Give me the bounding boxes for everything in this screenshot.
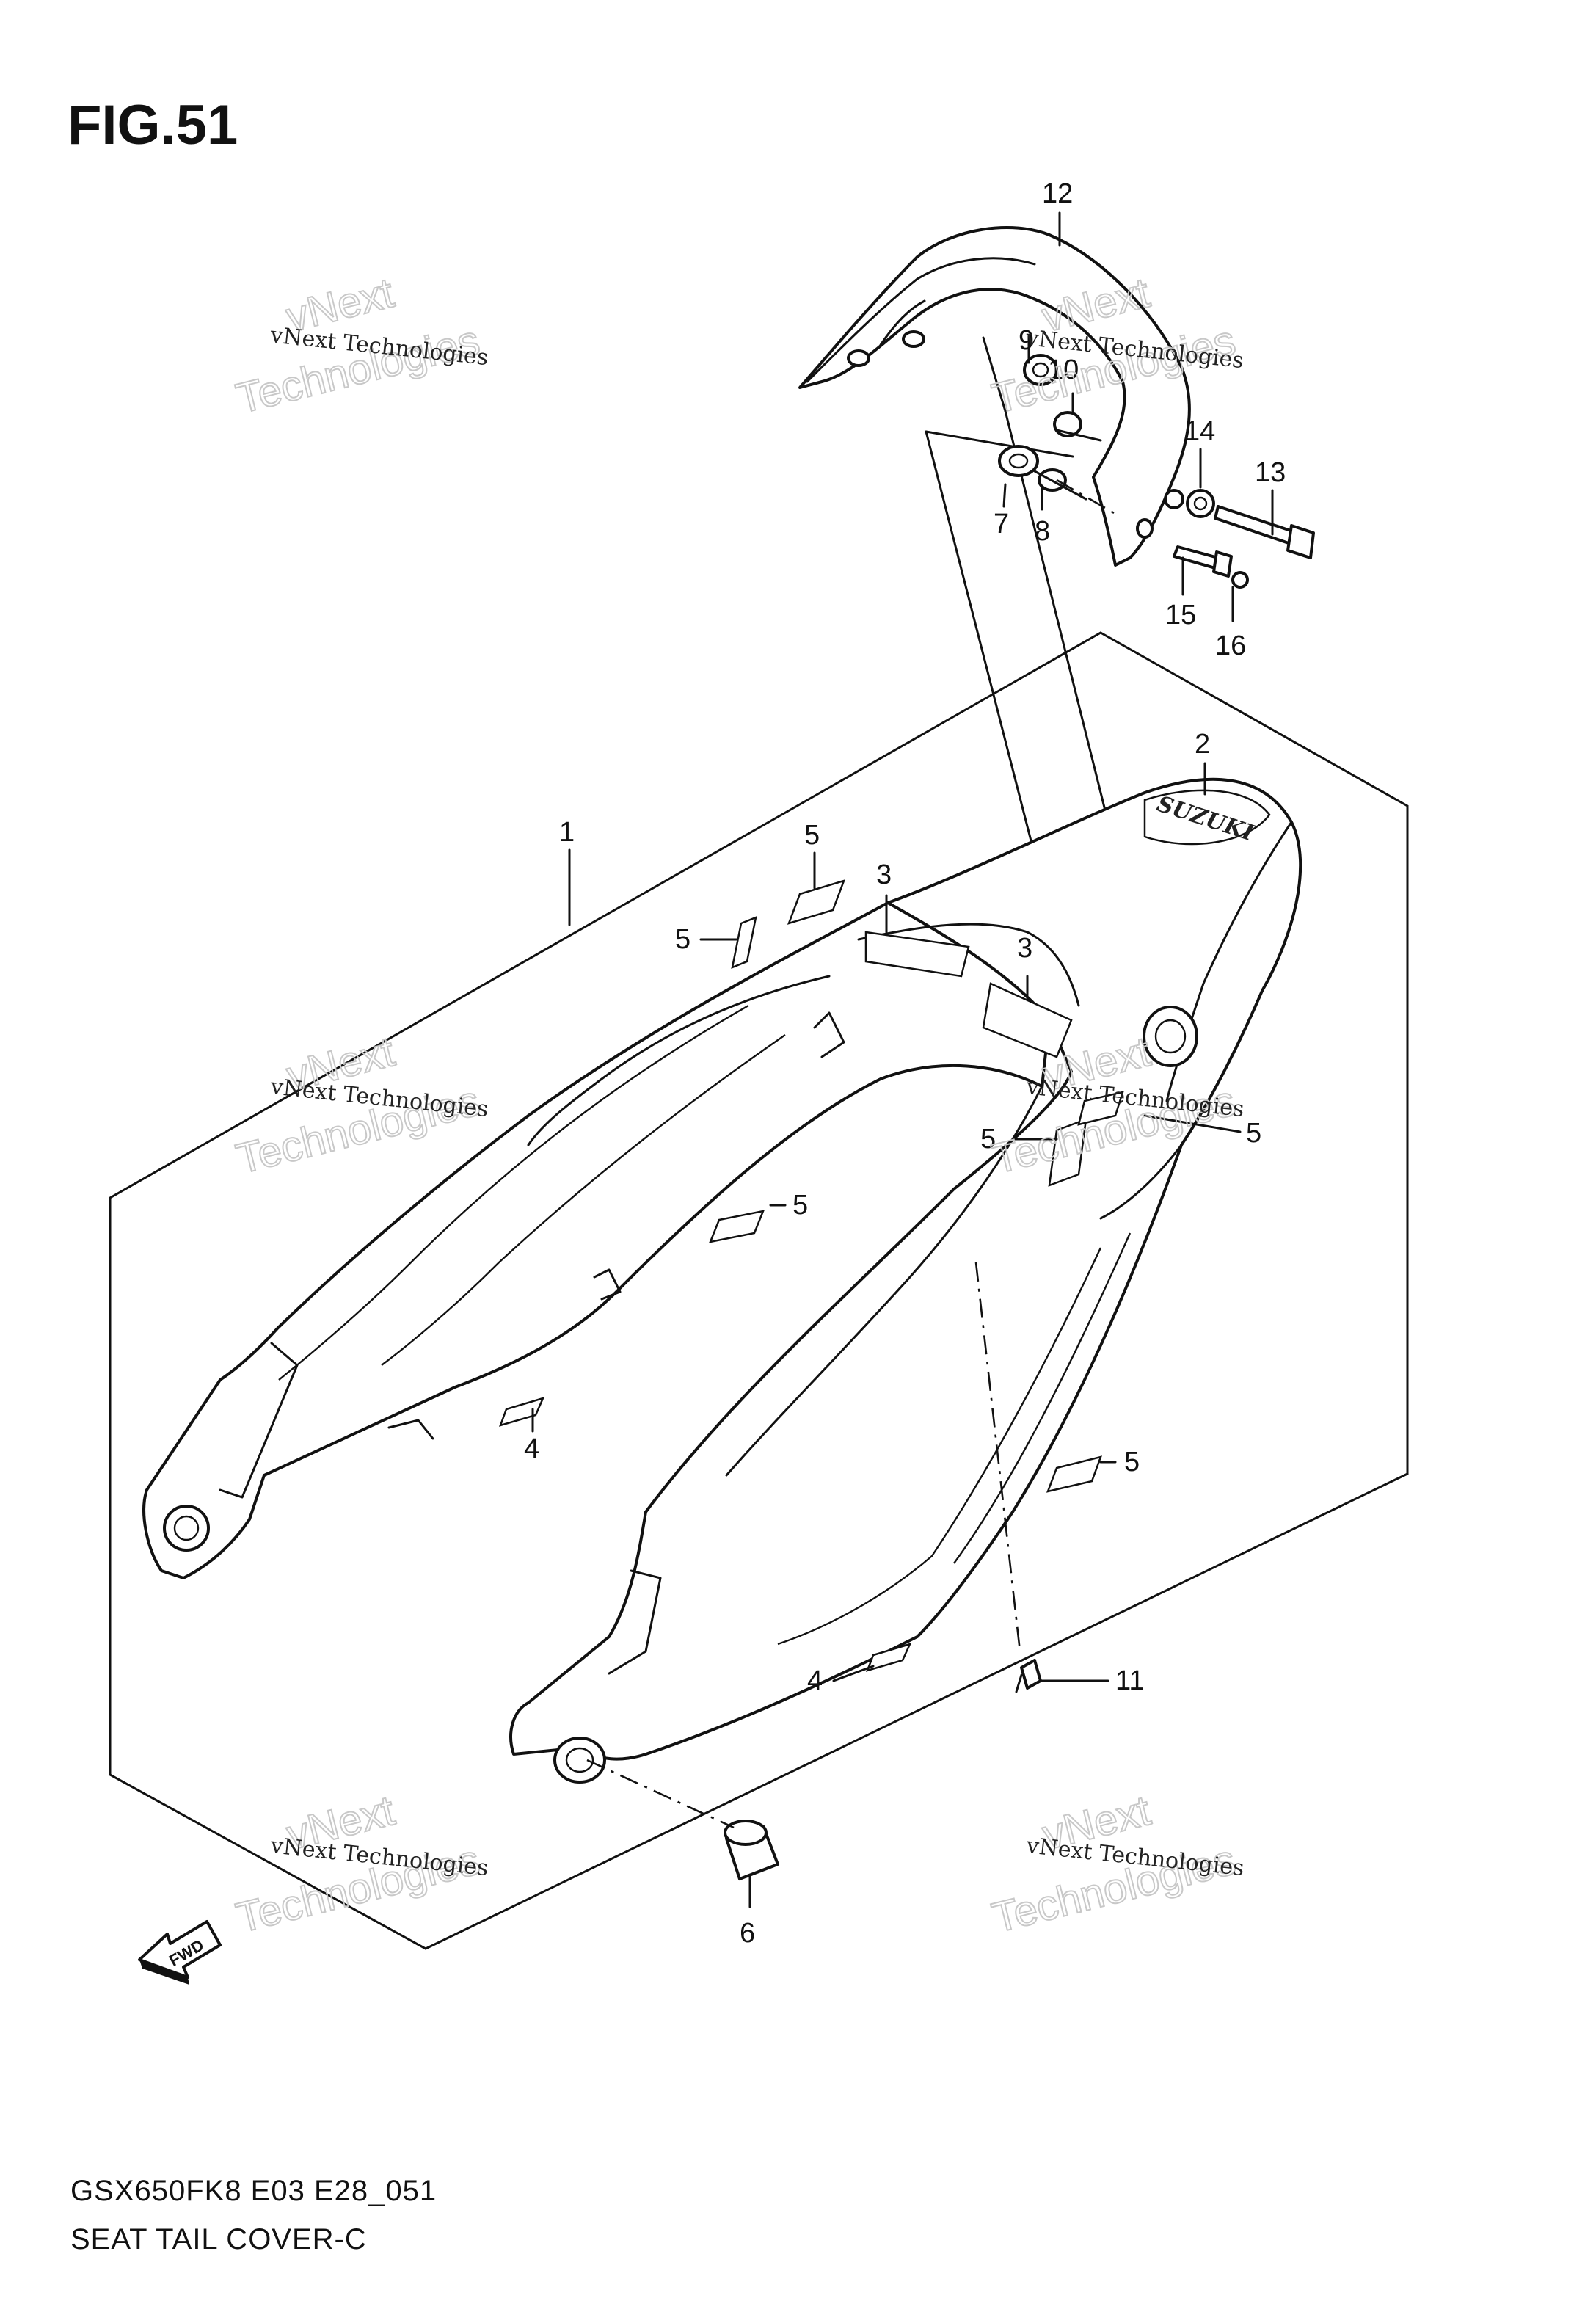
callout-13: 13 xyxy=(1255,457,1286,488)
decals xyxy=(498,879,1124,1672)
callout-3a: 3 xyxy=(876,859,892,890)
seat-tail-cover xyxy=(142,777,1302,1784)
rail-hardware xyxy=(998,354,1102,501)
callout-5d: 5 xyxy=(980,1124,996,1155)
callout-5e: 5 xyxy=(1246,1118,1261,1149)
callout-15: 15 xyxy=(1165,600,1196,630)
grommet xyxy=(724,1820,779,1880)
callout-11: 11 xyxy=(1115,1665,1144,1696)
watermark-top-left: vNext Technologies vNext Technologies xyxy=(231,268,489,423)
footer-name: SEAT TAIL COVER-C xyxy=(70,2223,367,2255)
watermark-mid-right: vNext Technologies vNext Technologies xyxy=(987,1027,1246,1184)
callout-8: 8 xyxy=(1035,516,1050,547)
callout-4b: 4 xyxy=(807,1665,823,1696)
leader-lines xyxy=(531,211,1274,1908)
callout-3b: 3 xyxy=(1017,933,1032,964)
watermark-bottom-right: vNext Technologies vNext Technologies xyxy=(987,1786,1246,1943)
centre-lines xyxy=(586,479,1116,1829)
callout-5b: 5 xyxy=(675,924,690,955)
brand-decal: SUZUKI xyxy=(1143,789,1271,846)
callout-12: 12 xyxy=(1042,178,1073,209)
callout-16: 16 xyxy=(1215,630,1246,661)
callout-5a: 5 xyxy=(804,820,820,851)
callout-7: 7 xyxy=(994,509,1009,539)
grab-rail xyxy=(798,226,1191,567)
callout-5c: 5 xyxy=(792,1190,808,1221)
assembly-frame xyxy=(109,631,1409,1950)
watermark-top-right: vNext Technologies vNext Technologies xyxy=(987,268,1245,423)
callout-4a: 4 xyxy=(524,1433,539,1464)
callout-5f: 5 xyxy=(1124,1447,1140,1477)
callouts: 1 2 3 3 5 5 5 5 5 5 4 4 11 6 12 9 10 7 8… xyxy=(524,178,1286,1949)
footer-code: GSX650FK8 E03 E28_051 xyxy=(70,2175,437,2207)
callout-6: 6 xyxy=(740,1918,755,1949)
fwd-arrow-icon: FWD xyxy=(138,1920,222,1985)
callout-10: 10 xyxy=(1048,355,1079,385)
callout-1: 1 xyxy=(559,817,575,848)
bolts xyxy=(1173,489,1315,589)
callout-14: 14 xyxy=(1184,416,1215,447)
callout-2: 2 xyxy=(1195,729,1210,760)
figure-title: FIG.51 xyxy=(68,94,238,156)
clip xyxy=(1015,1659,1042,1693)
callout-9: 9 xyxy=(1019,325,1034,356)
